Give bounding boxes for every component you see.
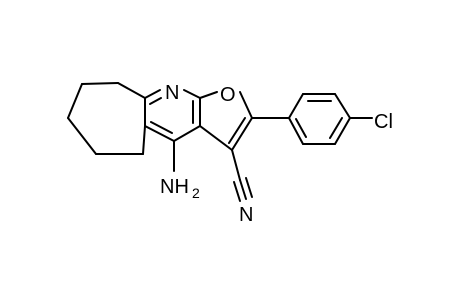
furan-ring [199, 91, 253, 151]
nitrile-group [231, 149, 253, 202]
cycloheptane-ring [67, 82, 146, 155]
bond-c6-c7 [81, 82, 119, 85]
bond-cn-triple-1 [239, 179, 247, 200]
bond-cn-triple-2 [233, 181, 241, 202]
bond-c4-c5 [67, 117, 97, 155]
bond-o-c2 [239, 91, 253, 119]
chlorine-label: Cl [374, 111, 393, 133]
pyridine-ring [144, 89, 201, 142]
bond-cn-triple-3 [245, 177, 253, 198]
bond-c3a-c4 [173, 125, 201, 142]
bond-ph6-ph1-inner [295, 118, 307, 138]
bond-c7-c8 [117, 82, 146, 99]
pyridine-nitrogen-label: N [165, 82, 179, 104]
bond-c8a-n [144, 89, 161, 99]
bond-c4-c4a [144, 125, 175, 142]
bond-c3-c4a [142, 125, 146, 155]
bond-n-c9a [183, 89, 201, 99]
bond-ph4-ph5-inner [329, 117, 343, 139]
bond-c2-c3-inner [228, 117, 246, 144]
bond-ph1-ph2 [288, 93, 304, 119]
bond-c3-cn [231, 149, 241, 181]
bond-c8a-n-inner [149, 97, 162, 105]
nitrile-nitrogen-label: N [239, 204, 253, 226]
bond-ph3-ph4 [334, 93, 351, 119]
bond-c9a-o [199, 91, 218, 99]
chlorophenyl-ring [251, 93, 373, 145]
bond-ph6-ph1 [288, 117, 304, 145]
bond-c5-c6 [67, 83, 83, 119]
bond-c4-c4a-inner [150, 121, 173, 134]
amino-label: NH [160, 176, 189, 198]
amino-subscript: 2 [192, 185, 200, 201]
bond-c3-c3a [199, 125, 233, 151]
furan-oxygen-label: O [220, 84, 236, 106]
bond-ph4-ph5 [334, 117, 351, 145]
bond-c2-c3 [231, 117, 253, 151]
